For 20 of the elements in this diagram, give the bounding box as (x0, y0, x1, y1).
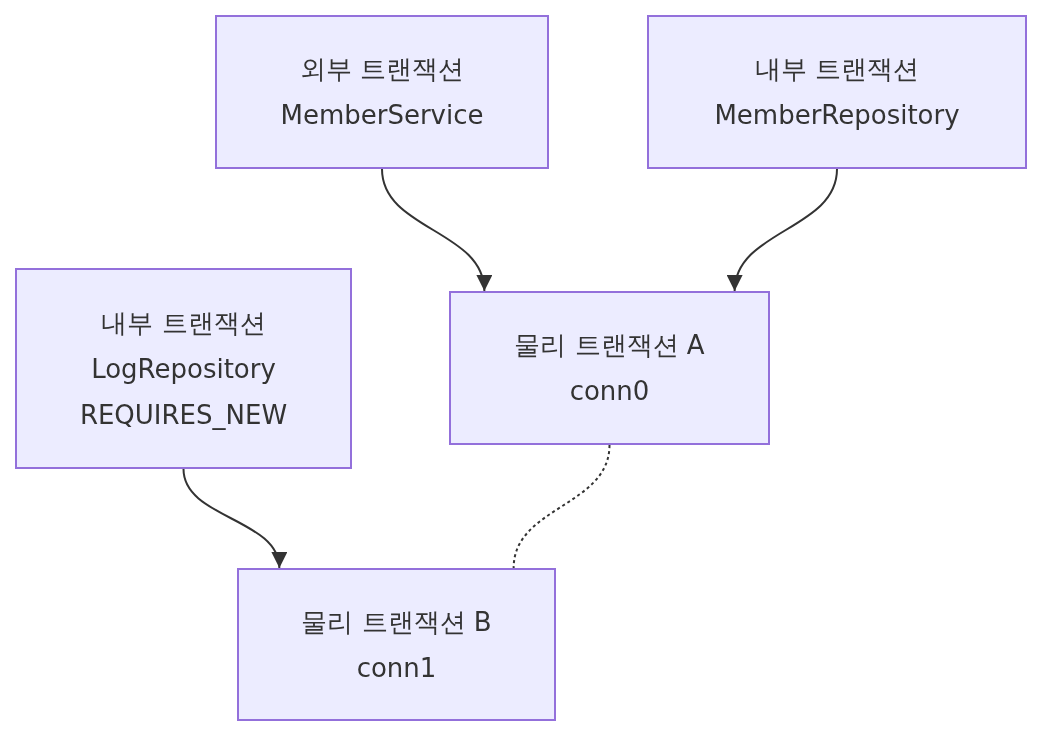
box-label: 내부 트랜잭션 (101, 306, 266, 340)
process-box (449, 291, 770, 445)
box-label: 물리 트랜잭션 A (514, 329, 705, 362)
arrow (182, 468, 285, 569)
process-box (215, 15, 549, 169)
process-box (647, 15, 1027, 169)
box-label: 물리 트랜잭션 B (301, 605, 492, 639)
box-label: REQUIRES_NEW (79, 398, 288, 432)
box-label: conn1 (356, 651, 437, 685)
box-label: conn0 (569, 375, 650, 408)
process-box (15, 268, 352, 469)
box-label: LogRepository (91, 352, 276, 386)
box-label: 외부 트랜잭션 (299, 53, 465, 86)
box-label: MemberRepository (714, 99, 960, 132)
box-label: 내부 트랜잭션 (754, 53, 920, 86)
box-label: MemberService (280, 99, 484, 132)
arrow (381, 168, 490, 292)
arrow (729, 168, 838, 292)
dotted-connector (512, 444, 611, 569)
process-box (237, 568, 556, 721)
